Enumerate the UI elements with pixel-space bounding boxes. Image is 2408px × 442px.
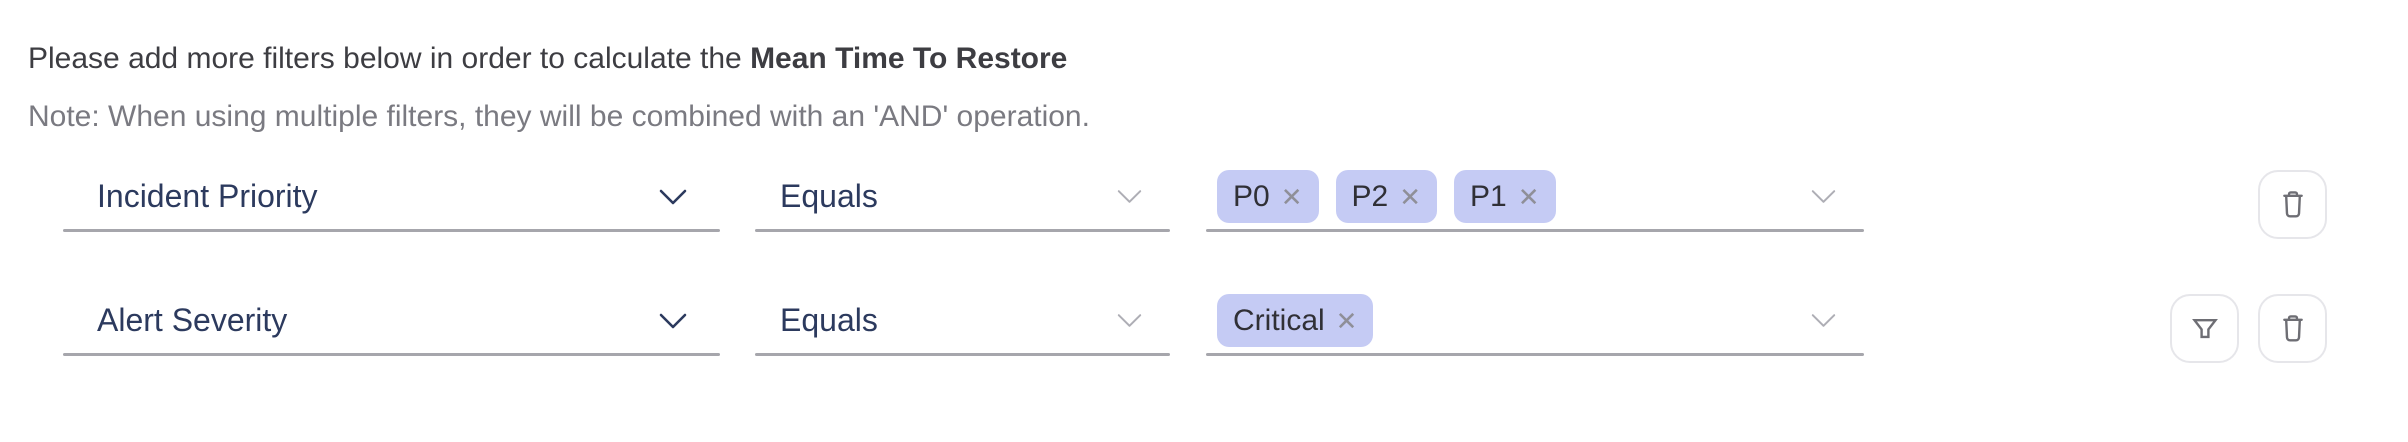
filter-row: Incident Priority Equals P0 ✕ P2 ✕ P1 ✕: [0, 161, 2408, 239]
operator-select-value: Equals: [780, 302, 878, 338]
field-select[interactable]: Alert Severity: [63, 285, 720, 356]
value-chip-label: Critical: [1233, 303, 1325, 337]
filter-row: Alert Severity Equals Critical ✕: [0, 285, 2408, 363]
apply-filter-button[interactable]: [2170, 294, 2239, 363]
note-text: Note: When using multiple filters, they …: [28, 100, 1090, 133]
row-actions: [2170, 294, 2327, 363]
chevron-down-icon: [1811, 314, 1836, 327]
value-chip: P2 ✕: [1335, 170, 1437, 223]
value-chip: P1 ✕: [1454, 170, 1556, 223]
selected-values: Critical ✕: [1217, 294, 1374, 347]
intro-text-bold: Mean Time To Restore: [750, 42, 1068, 75]
delete-filter-button[interactable]: [2258, 170, 2327, 239]
chevron-down-icon: [1811, 190, 1836, 203]
trash-icon: [2282, 190, 2303, 218]
value-chip: Critical ✕: [1217, 294, 1374, 347]
value-chip-label: P1: [1470, 179, 1507, 213]
field-select-value: Incident Priority: [97, 178, 318, 214]
operator-select-value: Equals: [780, 178, 878, 214]
intro-text-regular: Please add more filters below in order t…: [28, 42, 751, 75]
value-chip: P0 ✕: [1217, 170, 1319, 223]
remove-value-icon[interactable]: ✕: [1280, 181, 1303, 212]
selected-values: P0 ✕ P2 ✕ P1 ✕: [1217, 170, 1556, 223]
chevron-down-icon: [659, 189, 687, 204]
remove-value-icon[interactable]: ✕: [1399, 181, 1421, 212]
values-multiselect[interactable]: P0 ✕ P2 ✕ P1 ✕: [1206, 161, 1864, 232]
values-multiselect[interactable]: Critical ✕: [1206, 285, 1864, 356]
value-chip-label: P2: [1351, 179, 1389, 213]
delete-filter-button[interactable]: [2258, 294, 2327, 363]
funnel-icon: [2191, 318, 2218, 338]
chevron-down-icon: [1117, 314, 1142, 327]
remove-value-icon[interactable]: ✕: [1517, 181, 1540, 212]
operator-select[interactable]: Equals: [755, 285, 1170, 356]
row-actions: [2258, 170, 2327, 239]
field-select-value: Alert Severity: [97, 302, 288, 338]
trash-icon: [2282, 314, 2303, 342]
chevron-down-icon: [659, 313, 687, 328]
chevron-down-icon: [1117, 190, 1142, 203]
remove-value-icon[interactable]: ✕: [1335, 305, 1358, 336]
field-select[interactable]: Incident Priority: [63, 161, 720, 232]
value-chip-label: P0: [1233, 179, 1270, 213]
operator-select[interactable]: Equals: [755, 161, 1170, 232]
intro-text: Please add more filters below in order t…: [28, 40, 1067, 78]
